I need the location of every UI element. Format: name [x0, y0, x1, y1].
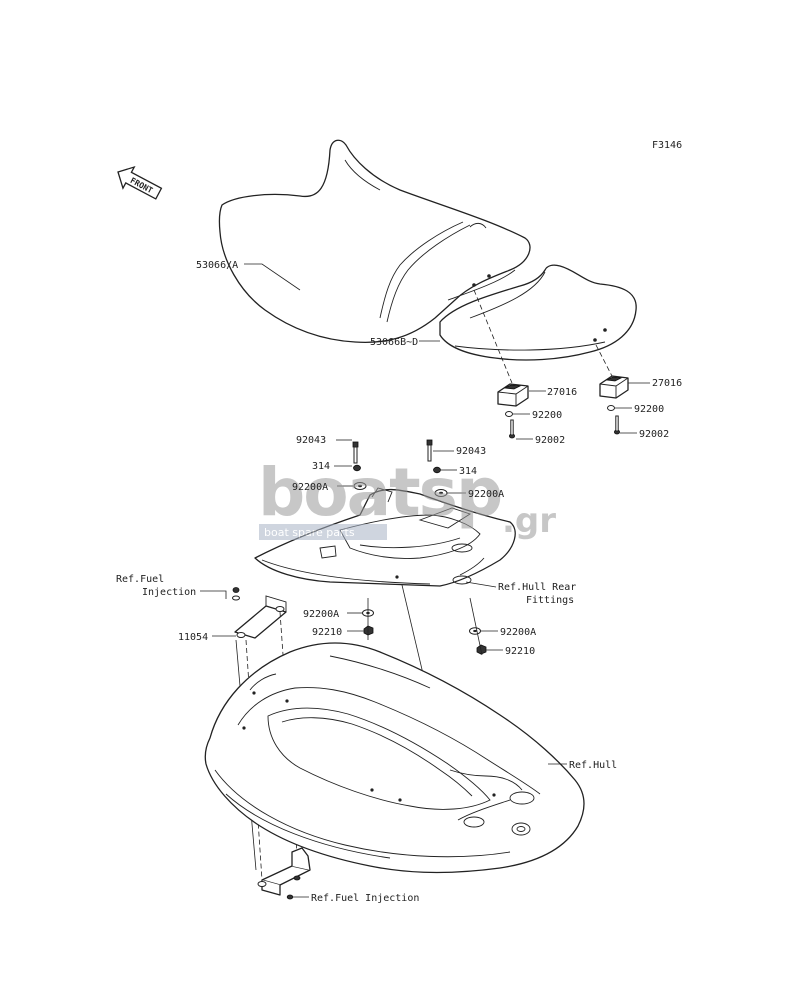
label-11054: 11054 [178, 632, 208, 643]
washer-92200a-lower-right [469, 627, 481, 635]
label-ref-fuel-1: Ref.Fuel [116, 574, 164, 585]
washer-92200-left [505, 411, 513, 417]
collar-314-right [433, 466, 441, 474]
label-314-right: 314 [459, 466, 477, 477]
bolt-92043-right [426, 439, 433, 462]
label-27016-right: 27016 [652, 378, 682, 389]
washer-92200-right [607, 405, 615, 411]
screw-92002-left [508, 419, 515, 439]
label-92200a-lower-right: 92200A [500, 627, 536, 638]
label-92200a-upper-right: 92200A [468, 489, 504, 500]
main-seat [218, 139, 531, 344]
bolt-92043-left [352, 441, 359, 464]
bumper-right [599, 375, 629, 399]
ref-fuel-hardware-upper [232, 587, 240, 601]
watermark-brand: boatsp [258, 454, 501, 531]
label-92043-left: 92043 [296, 435, 326, 446]
leader-lines [200, 263, 650, 898]
label-92200a-upper-left: 92200A [292, 482, 328, 493]
washer-92200a-upper-left [353, 482, 367, 490]
bracket-11054 [234, 595, 287, 639]
nut-92210-right [476, 644, 487, 655]
front-arrow-icon: FRONT [117, 165, 163, 200]
label-92002-right: 92002 [639, 429, 669, 440]
lower-bracket [257, 847, 311, 900]
figure-code: F3146 [652, 140, 682, 151]
label-92210-right: 92210 [505, 646, 535, 657]
collar-314-left [353, 464, 361, 472]
label-ref-fuel-bottom: Ref.Fuel Injection [311, 893, 419, 904]
label-27016-left: 27016 [547, 387, 577, 398]
label-53066b-d: 53066B~D [370, 337, 418, 348]
label-ref-hull-rear-2: Fittings [526, 595, 574, 606]
hull [204, 642, 585, 874]
watermark-tagline: boat spare parts [264, 526, 355, 539]
label-ref-hull: Ref.Hull [569, 760, 617, 771]
label-92210-left: 92210 [312, 627, 342, 638]
label-314-left: 314 [312, 461, 330, 472]
watermark: boatsp .gr boat spare parts [258, 454, 556, 541]
label-ref-hull-rear-1: Ref.Hull Rear [498, 582, 576, 593]
label-92200-right: 92200 [634, 404, 664, 415]
rear-seat [439, 264, 637, 361]
label-92200a-lower-left: 92200A [303, 609, 339, 620]
label-92002-left: 92002 [535, 435, 565, 446]
nut-92210-left [363, 625, 374, 636]
label-53066a: 53066/A [196, 260, 238, 271]
watermark-suffix: .gr [502, 501, 556, 541]
bumper-left [497, 383, 529, 407]
part-labels: 53066/A 53066B~D 27016 27016 92200 92200… [116, 260, 682, 904]
label-92200-left: 92200 [532, 410, 562, 421]
label-ref-fuel-2: Injection [142, 587, 196, 598]
label-92043-right: 92043 [456, 446, 486, 457]
screw-92002-right [614, 415, 621, 435]
